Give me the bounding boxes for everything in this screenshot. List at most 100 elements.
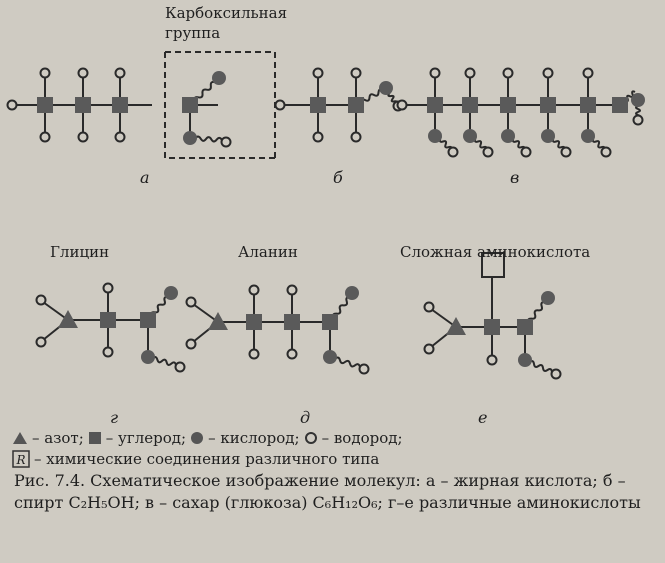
carbon-atom — [500, 97, 516, 113]
bond-line — [430, 308, 457, 328]
atoms — [6, 67, 645, 380]
oxygen-atom — [463, 129, 477, 143]
r-group-box-icon: R — [12, 450, 30, 468]
bond-line — [192, 303, 219, 323]
oxygen-atom — [323, 350, 337, 364]
hydrogen-atom — [464, 67, 476, 79]
panel-label-d: д — [300, 408, 311, 427]
hydrogen-atom — [274, 99, 286, 111]
hydrogen-atom — [102, 346, 114, 358]
hydrogen-atom — [486, 354, 498, 366]
carbon-atom — [246, 314, 262, 330]
alanine-label: Аланин — [238, 243, 298, 261]
hydrogen-atom — [502, 67, 514, 79]
legend-line2: R – химические соединения различного тип… — [12, 450, 379, 468]
hydrogen-atom — [220, 136, 232, 148]
carbon-atom — [284, 314, 300, 330]
carboxyl-label-line1: Карбоксильная — [165, 4, 288, 22]
hydrogen-atom — [429, 67, 441, 79]
oxygen-atom — [518, 353, 532, 367]
hydrogen-atom — [77, 131, 89, 143]
carbon-atom — [580, 97, 596, 113]
oxygen-atom — [141, 350, 155, 364]
complex-amino-label: Сложная аминокислота — [400, 243, 591, 261]
legend-carbon: – углерод; — [105, 429, 187, 447]
carbon-atom — [100, 312, 116, 328]
bond-line — [42, 301, 69, 321]
hydrogen-atom — [35, 294, 47, 306]
figure-caption: Рис. 7.4. Схематическое изображение моле… — [14, 471, 641, 512]
oxygen-circle-icon — [191, 432, 204, 444]
carbon-atom — [540, 97, 556, 113]
legend-line1: – азот; – углерод; – кислород; – водород… — [12, 429, 403, 447]
oxygen-atom — [501, 129, 515, 143]
hydrogen-atom — [248, 284, 260, 296]
oxygen-atom — [631, 93, 645, 107]
hydrogen-atom — [632, 114, 644, 126]
panel-label-a: а — [140, 168, 150, 187]
hydrogen-atom — [600, 146, 612, 158]
carbon-atom — [612, 97, 628, 113]
carbon-square-icon — [88, 432, 101, 444]
legend-oxygen: – кислород; — [208, 429, 300, 447]
hydrogen-atom — [174, 361, 186, 373]
hydrogen-atom — [39, 131, 51, 143]
hydrogen-atom — [312, 67, 324, 79]
hydrogen-atom — [350, 131, 362, 143]
glycine-label: Глицин — [50, 243, 110, 261]
panel-label-v: в — [510, 168, 520, 187]
carboxyl-label-line2: группа — [165, 24, 221, 42]
oxygen-atom — [379, 81, 393, 95]
hydrogen-atom — [114, 67, 126, 79]
hydrogen-atom — [482, 146, 494, 158]
carbon-atom — [37, 97, 53, 113]
panel-label-b: б — [333, 168, 343, 187]
svg-text:R: R — [15, 453, 25, 467]
oxygen-atom — [428, 129, 442, 143]
nitrogen-atom — [208, 312, 228, 330]
carbon-atom — [484, 319, 500, 335]
panel-label-g: г — [110, 408, 119, 427]
hydrogen-atom — [35, 336, 47, 348]
hydrogen-atom — [286, 284, 298, 296]
hydrogen-atom — [396, 99, 408, 111]
carbon-atom — [310, 97, 326, 113]
carbon-atom — [75, 97, 91, 113]
oxygen-atom — [212, 71, 226, 85]
hydrogen-atom — [550, 368, 562, 380]
hydrogen-atom — [185, 296, 197, 308]
hydrogen-atom — [542, 67, 554, 79]
oxygen-atom — [183, 131, 197, 145]
hydrogen-atom — [423, 301, 435, 313]
oxygen-atom — [581, 129, 595, 143]
hydrogen-atom — [582, 67, 594, 79]
carbon-atom — [322, 314, 338, 330]
nitrogen-atom — [58, 310, 78, 328]
hydrogen-circle-icon — [304, 432, 317, 444]
hydrogen-atom — [350, 67, 362, 79]
r-group-box — [481, 252, 505, 278]
oxygen-atom — [541, 291, 555, 305]
nitrogen-atom — [446, 317, 466, 335]
nitrogen-triangle-icon — [13, 432, 27, 444]
hydrogen-atom — [77, 67, 89, 79]
oxygen-atom — [164, 286, 178, 300]
hydrogen-atom — [185, 338, 197, 350]
panel-label-e: е — [478, 408, 488, 427]
legend-hydrogen: – водород; — [321, 429, 403, 447]
legend-r-group: – химические соединения различного типа — [34, 450, 380, 468]
hydrogen-atom — [560, 146, 572, 158]
hydrogen-atom — [423, 343, 435, 355]
carbon-atom — [348, 97, 364, 113]
hydrogen-atom — [520, 146, 532, 158]
carbon-atom — [427, 97, 443, 113]
carbon-atom — [517, 319, 533, 335]
hydrogen-atom — [39, 67, 51, 79]
oxygen-atom — [541, 129, 555, 143]
hydrogen-atom — [114, 131, 126, 143]
hydrogen-atom — [248, 348, 260, 360]
carbon-atom — [462, 97, 478, 113]
hydrogen-atom — [102, 282, 114, 294]
hydrogen-atom — [286, 348, 298, 360]
